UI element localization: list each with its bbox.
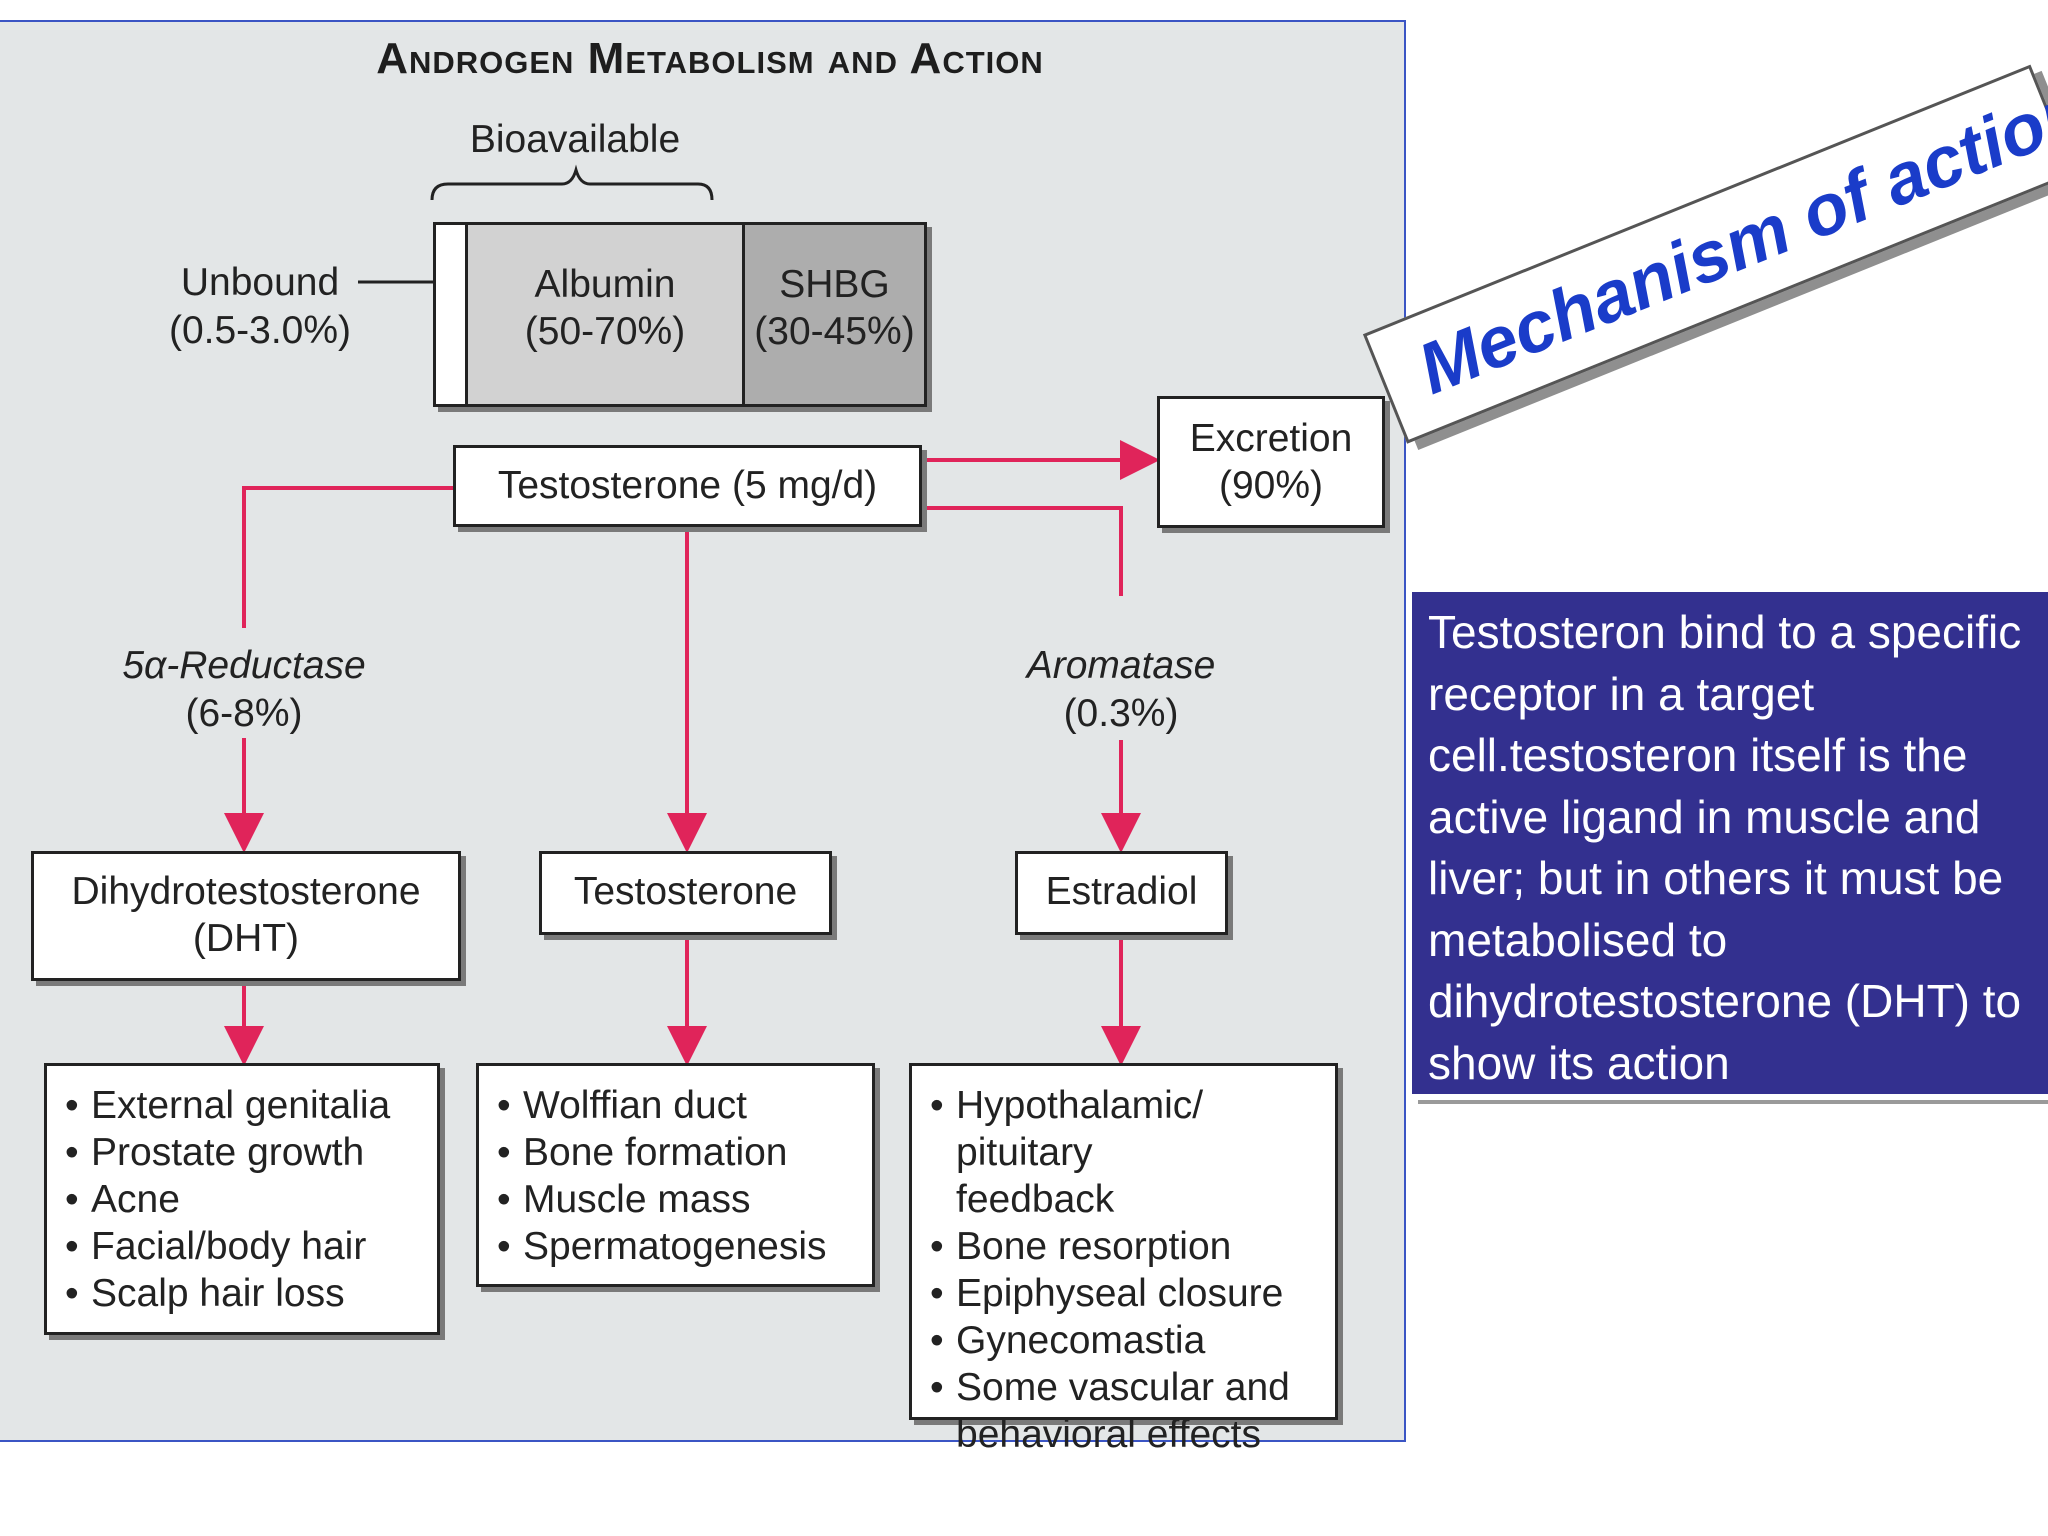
binding-proteins-box: Albumin (50-70%) SHBG (30-45%) [433, 222, 927, 407]
testosterone-effects-list: Wolffian duct Bone formation Muscle mass… [476, 1063, 875, 1287]
unbound-label: Unbound (0.5-3.0%) [140, 259, 380, 355]
list-item: Hypothalamic/ pituitary feedback [930, 1082, 1256, 1223]
panel-top-border [0, 20, 1406, 22]
excretion-percent: (90%) [1218, 464, 1324, 507]
reductase-percent: (6-8%) [185, 692, 303, 735]
list-item: Bone resorption [930, 1223, 1325, 1270]
list-item: Facial/body hair [65, 1223, 427, 1270]
testosterone-box: Testosterone [539, 851, 832, 935]
list-item: Gynecomastia [930, 1317, 1325, 1364]
list-item: Epiphyseal closure [930, 1270, 1325, 1317]
unbound-percent: (0.5-3.0%) [168, 309, 352, 352]
note-edge-line [1404, 580, 1406, 1106]
dht-box: Dihydrotestosterone (DHT) [31, 851, 461, 981]
list-item: Prostate growth [65, 1129, 427, 1176]
list-item: External genitalia [65, 1082, 427, 1129]
list-item: Muscle mass [497, 1176, 862, 1223]
arrow-to-dht-upper [242, 486, 454, 628]
list-item: Spermatogenesis [497, 1223, 862, 1270]
bioavailable-label: Bioavailable [469, 118, 681, 161]
reductase-label: 5α-Reductase [122, 644, 366, 687]
estradiol-effects-list: Hypothalamic/ pituitary feedback Bone re… [909, 1063, 1338, 1456]
aromatase-label: Aromatase [1026, 644, 1216, 687]
excretion-name: Excretion [1189, 417, 1353, 460]
list-item: Wolffian duct [497, 1082, 862, 1129]
albumin-percent: (50-70%) [524, 310, 686, 353]
aromatase-percent: (0.3%) [1063, 692, 1179, 735]
dht-name: Dihydrotestosterone [71, 870, 421, 913]
list-item: Some vascular and behavioral effects [930, 1364, 1326, 1458]
albumin-name: Albumin [534, 263, 676, 306]
list-item: Acne [65, 1176, 427, 1223]
list-item: Bone formation [497, 1129, 862, 1176]
excretion-box: Excretion (90%) [1157, 396, 1385, 528]
shbg-percent: (30-45%) [754, 310, 915, 353]
shbg-segment: SHBG (30-45%) [745, 225, 924, 404]
testosterone-source-box: Testosterone (5 mg/d) [453, 445, 922, 527]
explanation-note: Testosteron bind to a specific receptor … [1412, 592, 2048, 1094]
albumin-segment: Albumin (50-70%) [468, 225, 745, 404]
unbound-name: Unbound [180, 261, 340, 304]
dht-abbrev: (DHT) [192, 917, 300, 960]
dht-effects-list: External genitalia Prostate growth Acne … [44, 1063, 440, 1335]
diagram-title: Androgen Metabolism and Action [376, 34, 1044, 83]
bioavailable-brace [430, 164, 714, 201]
note-underline [1418, 1100, 2048, 1104]
unbound-segment [436, 225, 468, 404]
arrow-to-aromatase [922, 506, 1123, 596]
list-item: Scalp hair loss [65, 1270, 427, 1317]
estradiol-box: Estradiol [1015, 851, 1228, 935]
shbg-name: SHBG [779, 263, 890, 306]
